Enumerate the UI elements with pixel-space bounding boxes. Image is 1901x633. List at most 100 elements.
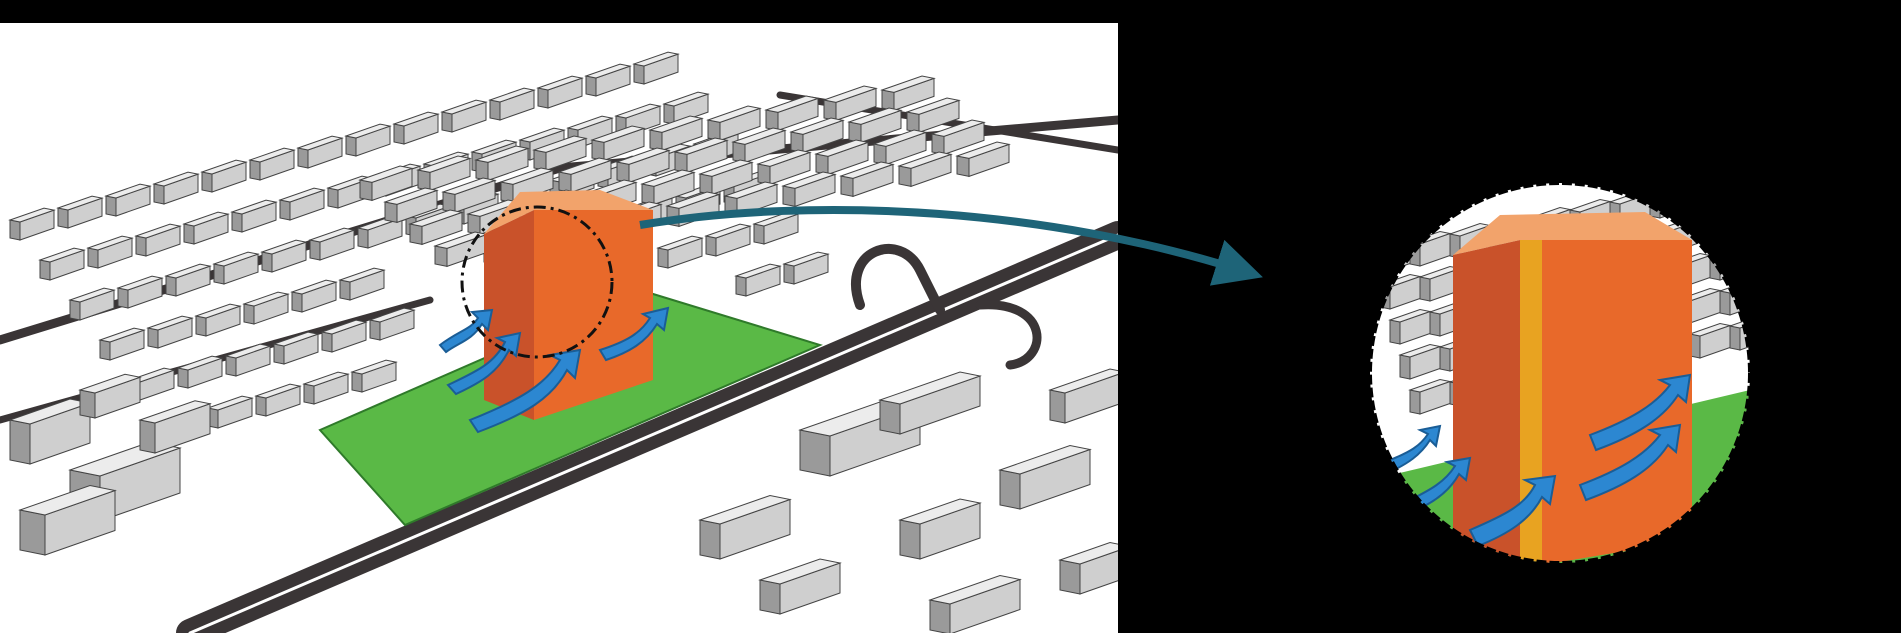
building-block-side — [586, 76, 596, 96]
building-block-side — [274, 344, 284, 364]
building-block-side — [534, 150, 546, 170]
building-block-side — [841, 176, 853, 196]
building-block-roof — [1700, 211, 1740, 224]
building-block-side — [196, 316, 206, 336]
building-block-front — [1760, 240, 1790, 273]
building-block-side — [1410, 390, 1420, 414]
detail-building — [1453, 212, 1692, 565]
building-block-side — [783, 186, 795, 206]
building-block-side — [849, 122, 861, 142]
building-block-side — [1740, 213, 1750, 237]
building-block-side — [766, 110, 778, 130]
building-block-side — [214, 264, 224, 284]
building-block-side — [394, 124, 404, 144]
building-block-side — [1770, 318, 1780, 342]
building-block-side — [1430, 312, 1440, 336]
building-block-side — [1050, 390, 1065, 423]
building-block-side — [592, 140, 604, 160]
building-block-side — [100, 340, 110, 360]
building-block-side — [1370, 250, 1380, 274]
building-block-side — [882, 90, 894, 110]
building-block-side — [758, 164, 770, 184]
building-block-side — [658, 248, 668, 268]
building-block-side — [1730, 178, 1740, 202]
building-block-side — [700, 174, 712, 194]
building-block-side — [617, 162, 629, 182]
building-block-side — [40, 260, 50, 280]
building-block-front — [1740, 170, 1770, 203]
building-block-side — [346, 136, 356, 156]
building-block-side — [932, 134, 944, 154]
building-block-side — [292, 292, 302, 312]
building-block-side — [58, 208, 68, 228]
building-block-side — [816, 154, 828, 174]
building-block-side — [80, 390, 95, 418]
building-block-side — [538, 88, 548, 108]
building-block-side — [1750, 248, 1760, 272]
building-block-roof — [1750, 238, 1790, 251]
building-block-roof — [1740, 203, 1780, 216]
building-block-side — [791, 132, 803, 152]
building-block-side — [708, 120, 720, 140]
building-block-roof — [1730, 168, 1770, 181]
building-block-side — [118, 288, 128, 308]
building-block-side — [736, 276, 746, 296]
building-block-side — [298, 148, 308, 168]
building-block-side — [468, 214, 480, 234]
building-block-side — [148, 328, 158, 348]
building-block-side — [907, 112, 919, 132]
building-block-front — [1780, 310, 1810, 343]
building-block-side — [184, 224, 194, 244]
building-block-front — [1750, 205, 1780, 238]
building-block-side — [244, 304, 254, 324]
building-block-side — [202, 172, 212, 192]
building-block-front — [1710, 213, 1740, 246]
building-block-side — [1060, 560, 1080, 594]
building-block-roof — [1710, 246, 1750, 259]
building-block-roof — [1770, 308, 1810, 321]
building-block-side — [675, 152, 687, 172]
building-block-side — [490, 100, 500, 120]
building-block-side — [328, 188, 338, 208]
site-panel — [0, 23, 1130, 633]
building-block-side — [1440, 347, 1450, 371]
building-block-side — [1730, 326, 1740, 350]
building-block-side — [634, 64, 644, 84]
building-block-side — [136, 236, 146, 256]
building-block-side — [1690, 186, 1700, 210]
building-block-side — [322, 332, 332, 352]
building-block-side — [310, 240, 320, 260]
building-block-side — [930, 600, 950, 633]
proposed-building — [484, 190, 653, 420]
building-block-side — [1760, 283, 1770, 307]
building-block-side — [784, 264, 794, 284]
building-block-side — [352, 372, 362, 392]
building-block-side — [304, 384, 314, 404]
building-block-side — [700, 520, 720, 559]
building-block-front — [1720, 248, 1750, 281]
building-block-side — [262, 252, 272, 272]
building-block-side — [358, 228, 368, 248]
building-block-roof — [1650, 184, 1690, 197]
building-block-side — [900, 520, 920, 559]
building-block-side — [1700, 221, 1710, 245]
building-block-side — [166, 276, 176, 296]
building-block-side — [280, 200, 290, 220]
building-block-front — [1770, 275, 1800, 308]
building-block-side — [1420, 277, 1430, 301]
building-block-side — [880, 400, 900, 434]
building-block-side — [410, 224, 422, 244]
building-block-side — [476, 160, 488, 180]
building-block-side — [800, 430, 830, 476]
building-block-side — [650, 130, 662, 150]
building-block-side — [10, 420, 30, 464]
building-block-side — [760, 580, 780, 614]
building-block-side — [1720, 291, 1730, 315]
building-block-side — [435, 246, 447, 266]
building-block-side — [360, 180, 372, 200]
building-block-side — [340, 280, 350, 300]
building-block-side — [706, 236, 716, 256]
building-block-side — [178, 368, 188, 388]
